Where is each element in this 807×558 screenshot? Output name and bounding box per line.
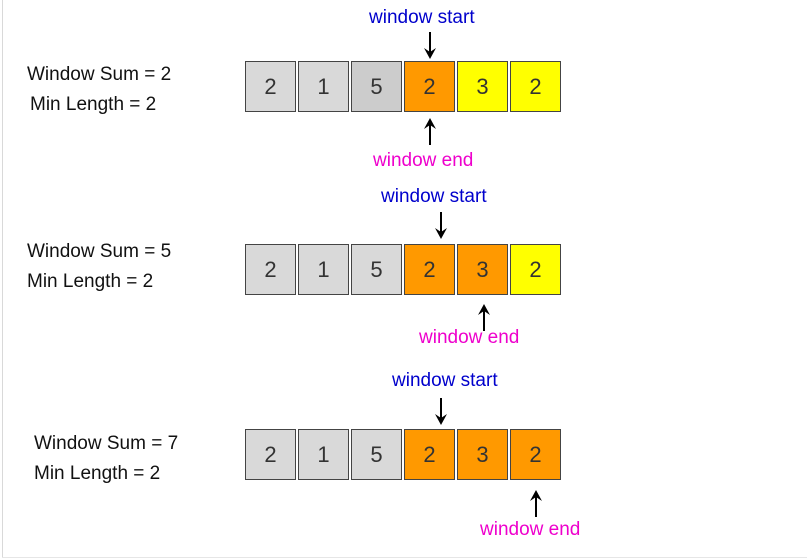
window-start-arrow-icon [424,32,436,59]
array-cell: 2 [245,429,296,480]
window-start-label: window start [392,370,498,391]
window-start-arrow-icon [435,212,447,239]
array-cell: 5 [351,61,402,112]
array-cell: 2 [245,244,296,295]
step-info: Window Sum = 5 Min Length = 2 [27,237,171,297]
window-start-label: window start [381,186,487,207]
step-info: Window Sum = 2 Min Length = 2 [27,60,171,120]
array-cell: 1 [298,244,349,295]
window-sum-text: Window Sum = 5 [27,241,172,262]
array-cell: 1 [298,61,349,112]
array-cell: 2 [510,244,561,295]
window-end-arrow-icon [478,304,490,331]
window-end-arrow-icon [530,490,542,517]
window-start-label: window start [369,7,475,28]
array-cells: 2 1 5 2 3 2 [245,61,563,112]
array-cell: 2 [404,244,455,295]
array-cell: 1 [298,429,349,480]
min-length-text: Min Length = 2 [34,463,161,484]
min-length-text: Min Length = 2 [30,94,157,115]
frame-left-border [2,0,3,558]
window-end-label: window end [480,519,581,540]
window-start-arrow-icon [435,398,447,425]
window-end-arrow-icon [424,118,436,145]
array-cell: 5 [351,429,402,480]
window-sum-text: Window Sum = 2 [27,64,172,85]
window-end-label: window end [373,150,474,171]
step-info: Window Sum = 7 Min Length = 2 [34,429,178,489]
array-cell: 2 [404,429,455,480]
array-cell: 5 [351,244,402,295]
array-cell: 3 [457,61,508,112]
array-cell: 3 [457,244,508,295]
array-cell: 3 [457,429,508,480]
array-cell: 2 [510,429,561,480]
array-cells: 2 1 5 2 3 2 [245,244,563,295]
window-sum-text: Window Sum = 7 [34,433,179,454]
array-cells: 2 1 5 2 3 2 [245,429,563,480]
min-length-text: Min Length = 2 [27,271,154,292]
array-cell: 2 [245,61,296,112]
array-cell: 2 [510,61,561,112]
array-cell: 2 [404,61,455,112]
window-end-label: window end [419,327,520,348]
